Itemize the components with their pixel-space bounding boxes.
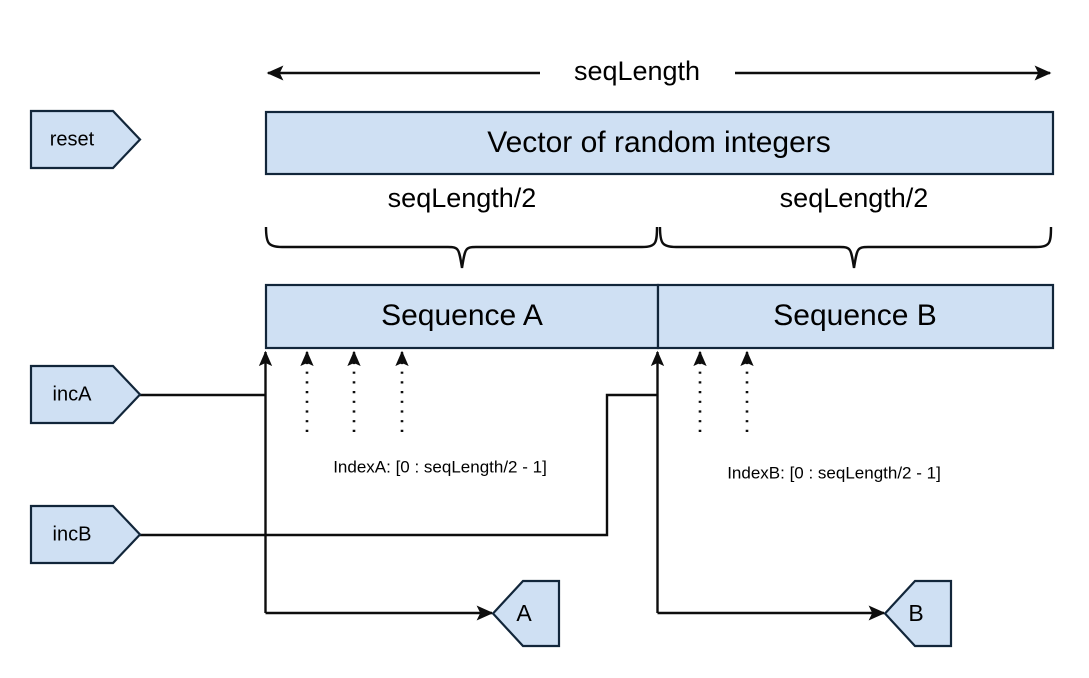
reset-terminal-shape bbox=[29, 109, 142, 170]
sequence-b-pointer-arrows bbox=[693, 350, 754, 432]
sequence-a-box-label: Sequence A bbox=[381, 299, 543, 332]
output-b-terminal[interactable]: B bbox=[883, 579, 953, 648]
brace-half-a bbox=[264, 226, 659, 269]
vector-box-shape bbox=[264, 110, 1055, 176]
incB-wire bbox=[140, 350, 665, 613]
indexB-annotation: IndexB: [0 : seqLength/2 - 1] bbox=[727, 463, 941, 482]
incB-terminal-shape bbox=[29, 504, 142, 565]
incB-wire-route bbox=[140, 393, 658, 537]
sequence-a-pointer-arrows bbox=[300, 350, 409, 432]
output-b-terminal-label: B bbox=[908, 600, 923, 626]
half-b-label: seqLength/2 bbox=[780, 183, 929, 213]
output-b-terminal-shape bbox=[883, 579, 953, 648]
indexA-annotation: IndexA: [0 : seqLength/2 - 1] bbox=[333, 457, 547, 476]
seqlength-label: seqLength bbox=[574, 56, 700, 86]
vector-box-label: Vector of random integers bbox=[487, 126, 831, 159]
incB-terminal-label: incB bbox=[53, 523, 92, 545]
sequence-b-box[interactable]: Sequence B bbox=[656, 283, 1055, 350]
sequence-b-box-label: Sequence B bbox=[773, 299, 936, 332]
incB-terminal[interactable]: incB bbox=[29, 504, 142, 565]
incA-wire bbox=[140, 350, 273, 613]
reset-terminal-label: reset bbox=[50, 128, 95, 150]
sequence-a-box[interactable]: Sequence A bbox=[264, 283, 660, 350]
incA-terminal-label: incA bbox=[53, 383, 93, 405]
vector-box[interactable]: Vector of random integers bbox=[264, 110, 1055, 176]
output-a-terminal-shape bbox=[491, 579, 561, 648]
sequence-b-box-shape bbox=[656, 283, 1055, 350]
output-a-terminal[interactable]: A bbox=[491, 579, 561, 648]
output-a-terminal-label: A bbox=[516, 600, 532, 626]
brace-half-b bbox=[658, 226, 1053, 269]
half-a-label: seqLength/2 bbox=[388, 183, 537, 213]
incA-terminal[interactable]: incA bbox=[29, 364, 142, 425]
reset-terminal[interactable]: reset bbox=[29, 109, 142, 170]
incA-terminal-shape bbox=[29, 364, 142, 425]
